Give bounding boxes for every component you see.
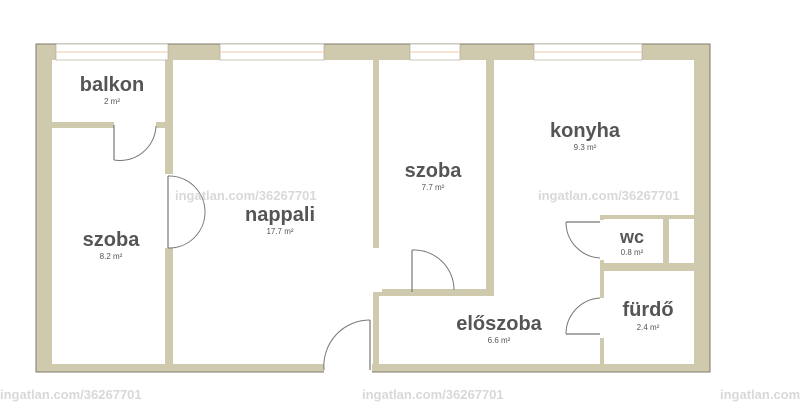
furdo-name: fürdő bbox=[622, 299, 673, 321]
windows bbox=[55, 43, 643, 61]
furdo-floor bbox=[604, 271, 694, 364]
furdo-area: 2.4 m² bbox=[637, 323, 660, 332]
szoba-left-name: szoba bbox=[83, 229, 141, 251]
watermark: ingatlan.com/36267701 bbox=[362, 387, 504, 402]
eloszoba-floor bbox=[379, 296, 600, 364]
watermark: ingatlan.com/36267701 bbox=[538, 188, 680, 203]
szoba-left-floor bbox=[52, 128, 165, 364]
eloszoba-name: előszoba bbox=[456, 313, 542, 335]
eloszoba-floor-2 bbox=[494, 215, 600, 296]
watermark: ingatlan.com/36267701 bbox=[0, 387, 142, 402]
shaft-floor bbox=[669, 219, 694, 263]
wc-area: 0.8 m² bbox=[621, 248, 644, 257]
nappali-area: 17.7 m² bbox=[266, 227, 293, 236]
nappali-floor bbox=[173, 60, 373, 364]
watermark: ingatlan.com/36267701 bbox=[175, 188, 317, 203]
watermark: ingatlan.com/36267701 bbox=[720, 387, 800, 402]
szoba-middle-floor bbox=[379, 60, 486, 289]
konyha-name: konyha bbox=[550, 120, 621, 142]
balkon-floor bbox=[52, 60, 165, 122]
szoba-left-area: 8.2 m² bbox=[100, 252, 123, 261]
eloszoba-area: 6.6 m² bbox=[488, 336, 511, 345]
konyha-area: 9.3 m² bbox=[574, 143, 597, 152]
balkon-name: balkon bbox=[80, 74, 144, 96]
szoba-middle-area: 7.7 m² bbox=[422, 183, 445, 192]
szoba-middle-name: szoba bbox=[405, 160, 463, 182]
konyha-floor bbox=[494, 60, 694, 215]
nappali-name: nappali bbox=[245, 204, 315, 226]
doors bbox=[113, 121, 606, 373]
balkon-area: 2 m² bbox=[104, 97, 120, 106]
wc-name: wc bbox=[619, 227, 644, 247]
wc-floor bbox=[604, 219, 663, 263]
